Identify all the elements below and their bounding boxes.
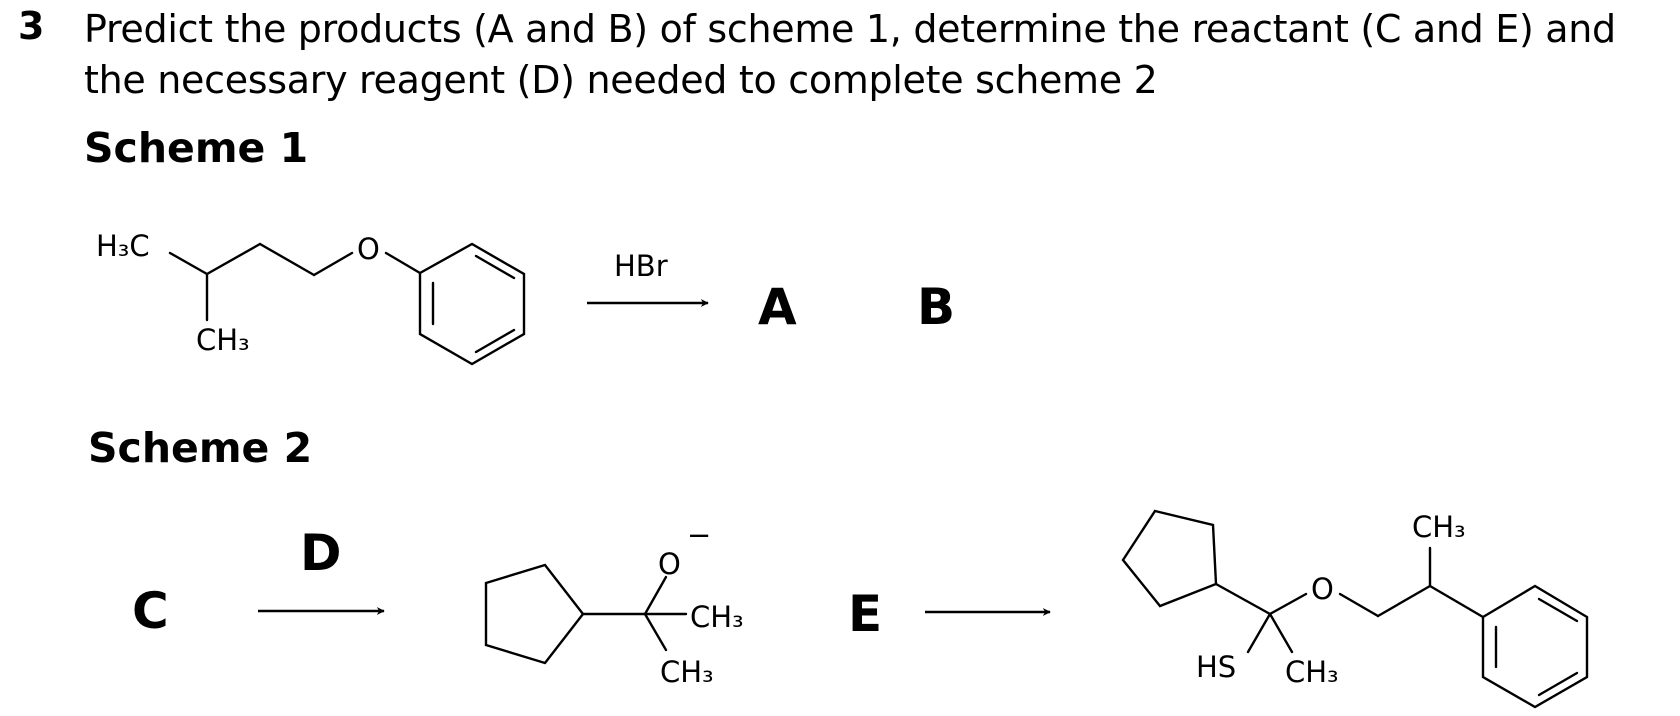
atom-o: O bbox=[357, 232, 380, 266]
bond-c-o bbox=[643, 575, 668, 616]
product-a-label: A bbox=[758, 278, 797, 336]
bond-o-phenyl bbox=[384, 251, 422, 275]
question-text: Predict the products (A and B) of scheme… bbox=[84, 7, 1616, 102]
intermediate-atom-ch3-right: CH₃ bbox=[690, 600, 744, 634]
final-product-molecule bbox=[1121, 509, 1589, 709]
scheme-2-title: Scheme 2 bbox=[88, 424, 313, 472]
benzene-ring bbox=[418, 242, 526, 366]
double-bond-c bbox=[1537, 671, 1579, 697]
cyclopentane-ring-2 bbox=[1121, 509, 1218, 608]
product-b-label: B bbox=[917, 278, 955, 336]
intermediate-molecule bbox=[484, 563, 688, 665]
question-number: 3 bbox=[18, 4, 45, 48]
double-bond-b bbox=[1537, 597, 1579, 623]
reagent-d-label: D bbox=[300, 524, 342, 582]
bond-ch-ch2 bbox=[205, 242, 262, 276]
bond-c-ch3-bottom bbox=[643, 612, 668, 652]
bond-o-ch2 bbox=[1338, 592, 1380, 618]
atom-ch3: CH₃ bbox=[196, 323, 250, 357]
bond-ch-phenyl bbox=[1428, 584, 1485, 619]
double-bond-2 bbox=[474, 254, 516, 280]
bond-c-o bbox=[1268, 592, 1308, 616]
bond-ch2-ch bbox=[1376, 584, 1432, 618]
product-atom-ch3: CH₃ bbox=[1412, 510, 1466, 544]
bond-ch2-o bbox=[312, 251, 354, 277]
intermediate-atom-o: O bbox=[658, 547, 681, 581]
bond-c-sh bbox=[1246, 612, 1272, 654]
bond-c-ch3 bbox=[1268, 612, 1294, 654]
bond-ch2-ch2 bbox=[258, 242, 316, 277]
double-bond-3 bbox=[474, 328, 516, 354]
bond-ch3-ch bbox=[168, 251, 209, 276]
product-atom-hs: HS bbox=[1196, 650, 1236, 684]
scheme-1-reagent: HBr bbox=[614, 249, 668, 283]
scheme-1-reactant-molecule bbox=[168, 242, 526, 366]
atom-h3c: H₃C bbox=[96, 229, 150, 263]
reagent-e-label: E bbox=[848, 585, 882, 643]
intermediate-atom-ch3-bottom: CH₃ bbox=[660, 655, 714, 689]
intermediate-charge: − bbox=[687, 518, 711, 552]
bond-ring-quaternary bbox=[1214, 582, 1272, 616]
benzene-ring-2 bbox=[1481, 584, 1589, 709]
product-atom-ch3-bottom: CH₃ bbox=[1285, 655, 1339, 689]
scheme-1-title: Scheme 1 bbox=[84, 124, 309, 172]
cyclopentane-ring-1 bbox=[484, 563, 585, 665]
reactant-c-label: C bbox=[132, 582, 169, 640]
product-atom-o: O bbox=[1311, 572, 1334, 606]
